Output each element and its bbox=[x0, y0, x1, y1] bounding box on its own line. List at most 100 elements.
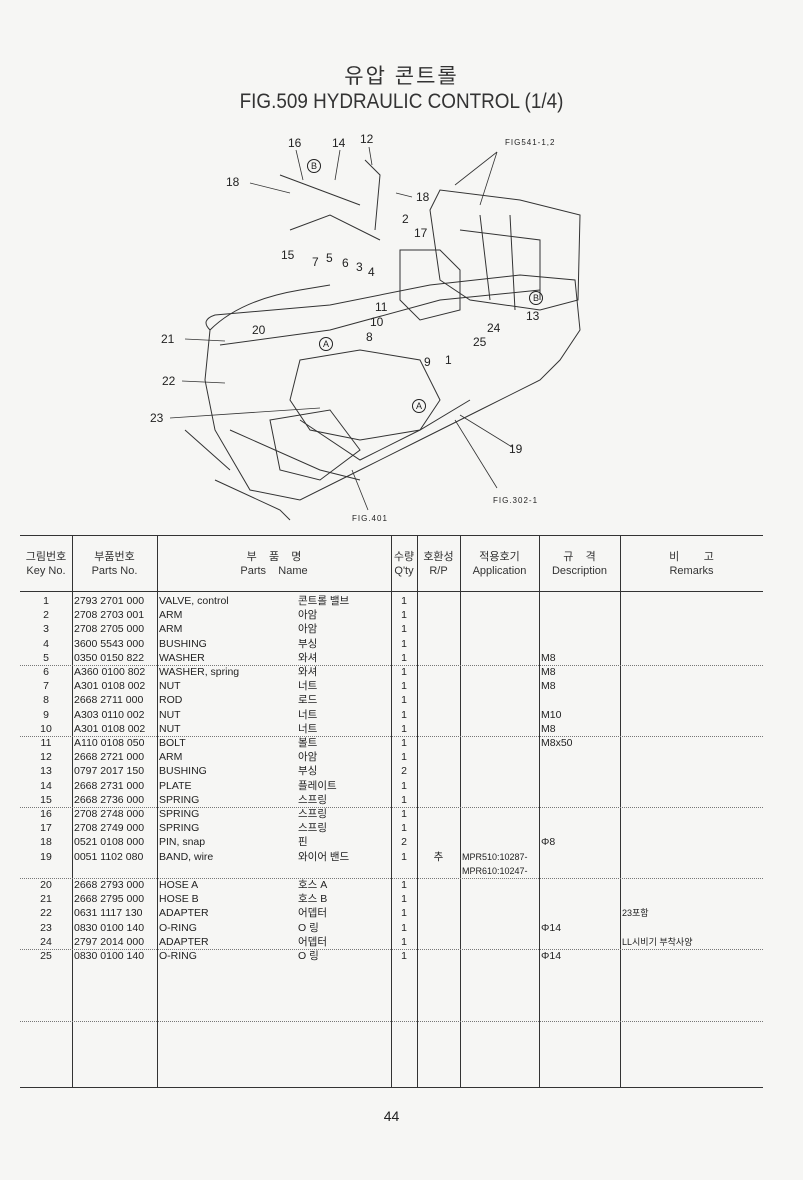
callout: 20 bbox=[252, 323, 266, 337]
cell-name_ko: 스프링 bbox=[298, 793, 327, 806]
callout: 19 bbox=[509, 442, 523, 456]
cell-name_ko: 너트 bbox=[298, 722, 318, 735]
callout: 12 bbox=[360, 132, 374, 146]
cell-part: A301 0108 002 bbox=[74, 722, 146, 735]
cell-qty: 1 bbox=[401, 722, 407, 735]
cell-part: 0797 2017 150 bbox=[74, 765, 145, 778]
cell-key: 3 bbox=[43, 623, 49, 636]
cell-qty: 1 bbox=[401, 893, 407, 906]
cell-key: 7 bbox=[43, 680, 49, 693]
cell-name_ko: O 링 bbox=[298, 950, 319, 962]
cell-qty: 2 bbox=[401, 765, 407, 778]
cell-qty: 1 bbox=[401, 808, 407, 820]
cell-qty: 1 bbox=[401, 907, 407, 920]
cell-part: 2708 2748 000 bbox=[74, 808, 145, 820]
callout: 22 bbox=[162, 374, 176, 388]
cell-name: ARM bbox=[159, 751, 183, 764]
callout: 14 bbox=[332, 136, 346, 150]
cell-name: PIN, snap bbox=[159, 836, 206, 849]
cell-qty: 1 bbox=[401, 637, 407, 650]
cell-name_ko: 호스 A bbox=[298, 879, 328, 891]
cell-part: 2668 2795 000 bbox=[74, 893, 145, 906]
cell-key: 15 bbox=[40, 793, 52, 806]
cell-qty: 2 bbox=[401, 836, 407, 849]
callout: 7 bbox=[312, 255, 319, 269]
cell-name_ko: 호스 B bbox=[298, 893, 328, 906]
cell-name_ko: 어뎁터 bbox=[298, 935, 327, 948]
cell-qty: 1 bbox=[401, 779, 407, 792]
cell-name: SPRING bbox=[159, 808, 200, 820]
callout: 9 bbox=[424, 355, 431, 369]
cell-name_ko: 스프링 bbox=[298, 808, 327, 820]
cell-part: 0830 0100 140 bbox=[74, 921, 145, 934]
tractor-frame-drawing bbox=[184, 159, 581, 521]
marker-b: B bbox=[307, 159, 321, 173]
cell-name: PLATE bbox=[159, 779, 192, 792]
cell-desc: M8 bbox=[541, 680, 556, 693]
cell-qty: 1 bbox=[401, 879, 407, 891]
callout: 18 bbox=[226, 175, 240, 189]
cell-key: 14 bbox=[40, 779, 52, 792]
cell-qty: 1 bbox=[401, 708, 407, 721]
cell-qty: 1 bbox=[401, 666, 407, 678]
cell-part: 2793 2701 000 bbox=[74, 595, 145, 607]
cell-part: 2668 2721 000 bbox=[74, 751, 145, 764]
cell-key: 22 bbox=[40, 907, 52, 920]
row-group-divider bbox=[20, 665, 763, 667]
callout: 3 bbox=[356, 260, 363, 274]
cell-qty: 1 bbox=[401, 793, 407, 806]
cell-key: 19 bbox=[40, 850, 52, 863]
cell-part: 2668 2736 000 bbox=[74, 793, 145, 806]
cell-name: BUSHING bbox=[159, 637, 207, 650]
cell-key: 13 bbox=[40, 765, 52, 778]
cell-name: NUT bbox=[159, 680, 181, 693]
leader-lines bbox=[169, 146, 513, 511]
cell-part: 0830 0100 140 bbox=[74, 950, 145, 962]
callout: 5 bbox=[326, 251, 333, 265]
row-group-divider bbox=[20, 807, 763, 809]
figure-reference: FIG.401 bbox=[352, 514, 388, 523]
cell-part: 2708 2749 000 bbox=[74, 822, 145, 835]
cell-name: HOSE A bbox=[159, 879, 199, 891]
cell-name_ko: 콘트롤 밸브 bbox=[298, 595, 350, 607]
cell-desc: M8 bbox=[541, 651, 556, 664]
cell-key: 21 bbox=[40, 893, 52, 906]
row-group-divider bbox=[20, 1021, 763, 1022]
cell-name: ARM bbox=[159, 623, 183, 636]
cell-qty: 1 bbox=[401, 751, 407, 764]
cell-name_ko: 아암 bbox=[298, 751, 318, 764]
cell-part: 0350 0150 822 bbox=[74, 651, 145, 664]
cell-name_ko: 너트 bbox=[298, 708, 318, 721]
marker-a: A bbox=[412, 399, 426, 413]
cell-key: 24 bbox=[40, 935, 52, 948]
cell-name_ko: 볼트 bbox=[298, 737, 318, 749]
callout: 11 bbox=[375, 300, 388, 314]
cell-name: SPRING bbox=[159, 822, 200, 835]
cell-name: ADAPTER bbox=[159, 935, 209, 948]
row-group-divider bbox=[20, 878, 763, 880]
cell-name: BOLT bbox=[159, 737, 186, 749]
cell-key: 8 bbox=[43, 694, 49, 707]
cell-rem: LL시비기 부착사양 bbox=[622, 936, 693, 947]
cell-key: 23 bbox=[40, 921, 52, 934]
cell-key: 25 bbox=[40, 950, 52, 962]
row-group-divider bbox=[20, 736, 763, 738]
cell-part: A301 0108 002 bbox=[74, 680, 146, 693]
cell-key: 9 bbox=[43, 708, 49, 721]
callout: 2 bbox=[402, 212, 409, 226]
cell-desc: M8x50 bbox=[541, 737, 573, 749]
cell-qty: 1 bbox=[401, 950, 407, 962]
row-group-divider bbox=[20, 949, 763, 951]
cell-qty: 1 bbox=[401, 595, 407, 607]
callout: 13 bbox=[526, 309, 540, 323]
callout: 24 bbox=[487, 321, 501, 335]
